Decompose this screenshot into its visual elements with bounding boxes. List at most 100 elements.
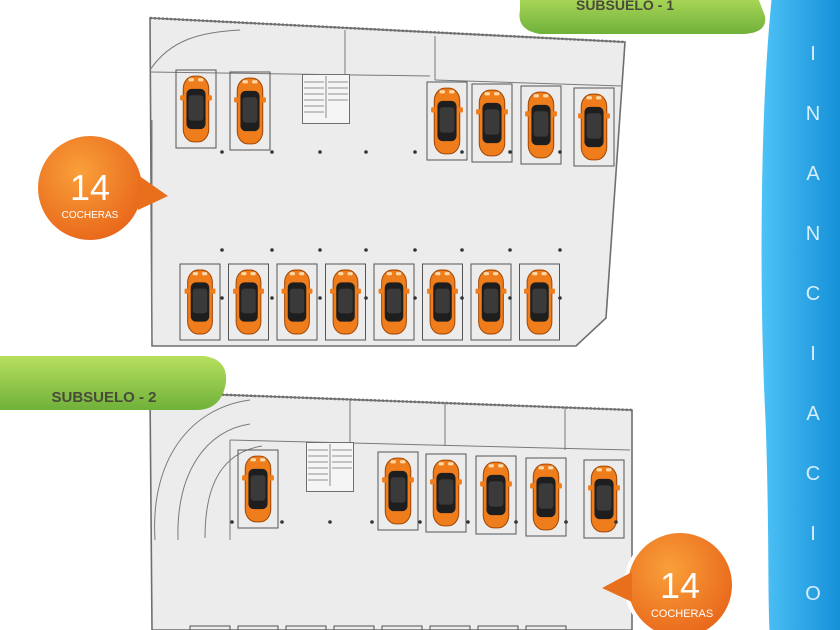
column-marker	[508, 296, 512, 300]
side-banner-letter: I	[810, 523, 816, 545]
parking-slot	[229, 71, 271, 151]
column-marker	[270, 296, 274, 300]
parking-slot	[426, 81, 468, 161]
parking-slot	[470, 263, 512, 341]
parking-slot	[373, 263, 415, 341]
level-2-plan	[149, 390, 633, 630]
column-marker	[318, 296, 322, 300]
side-banner-letter: A	[806, 163, 820, 185]
side-banner-letter: N	[806, 223, 820, 245]
car-icon	[280, 269, 314, 335]
parking-slot	[285, 625, 327, 630]
side-banner-letter: A	[806, 403, 820, 425]
column-marker	[508, 150, 512, 154]
column-marker	[370, 520, 374, 524]
car-icon	[524, 91, 558, 159]
parking-slot	[525, 625, 567, 630]
parking-slot	[189, 625, 231, 630]
parking-slot	[179, 263, 221, 341]
level-2-count-badge: 14 COCHERAS	[602, 529, 736, 630]
car-icon	[523, 269, 556, 335]
column-marker	[508, 248, 512, 252]
side-banner-letter: C	[806, 463, 820, 485]
car-icon	[329, 269, 362, 335]
column-marker	[270, 248, 274, 252]
parking-slot	[525, 457, 567, 537]
parking-slot	[475, 455, 517, 535]
level-1-count-badge: 14 COCHERAS	[36, 136, 168, 248]
car-icon	[183, 269, 217, 335]
parking-slot	[471, 83, 513, 163]
level-1-label-text: SUBSUELO - 1	[576, 0, 674, 13]
column-marker	[460, 150, 464, 154]
side-banner-letter: I	[810, 343, 816, 365]
parking-slot	[333, 625, 375, 630]
car-icon	[232, 269, 265, 335]
column-marker	[413, 150, 417, 154]
column-marker	[364, 150, 368, 154]
level-2-label: SUBSUELO - 2	[0, 356, 227, 410]
level-2-bottom-slots	[189, 625, 567, 630]
level-2-top-slots	[237, 449, 625, 539]
parking-slot	[573, 87, 615, 167]
level-2-label-text: SUBSUELO - 2	[51, 389, 156, 406]
column-marker	[558, 150, 562, 154]
parking-slot	[425, 453, 467, 533]
car-icon	[430, 87, 464, 155]
car-icon	[233, 77, 267, 145]
level-1-label: SUBSUELO - 1	[519, 0, 766, 34]
car-icon	[479, 461, 513, 529]
parking-slot	[381, 625, 423, 630]
parking-slot	[228, 263, 269, 341]
column-marker	[280, 520, 284, 524]
side-banner-letter: N	[806, 103, 820, 125]
level-1-count-unit: COCHERAS	[62, 210, 119, 221]
column-marker	[418, 520, 422, 524]
parking-slot	[237, 625, 279, 630]
column-marker	[318, 248, 322, 252]
column-marker	[364, 296, 368, 300]
parking-slot	[429, 625, 471, 630]
column-marker	[558, 248, 562, 252]
parking-slot	[520, 85, 562, 165]
column-marker	[460, 248, 464, 252]
column-marker	[564, 520, 568, 524]
parking-slot	[377, 451, 419, 531]
car-icon	[381, 457, 415, 525]
car-icon	[241, 455, 275, 523]
column-marker	[220, 296, 224, 300]
column-marker	[466, 520, 470, 524]
car-icon	[429, 459, 463, 527]
car-icon	[377, 269, 411, 335]
column-marker	[270, 150, 274, 154]
column-marker	[558, 296, 562, 300]
column-marker	[318, 150, 322, 154]
column-marker	[230, 520, 234, 524]
level-2-stairs-icon	[306, 442, 354, 492]
side-banner-letter: O	[805, 583, 821, 605]
level-2-count-unit: COCHERAS	[651, 608, 713, 620]
level-2-count: 14	[660, 565, 700, 606]
car-icon	[475, 89, 509, 157]
column-marker	[460, 296, 464, 300]
column-marker	[614, 520, 618, 524]
car-icon	[529, 463, 563, 531]
column-marker	[413, 248, 417, 252]
column-marker	[514, 520, 518, 524]
level-1-column-markers	[220, 150, 562, 300]
parking-slot	[519, 263, 560, 341]
side-banner-letter: C	[806, 283, 820, 305]
car-icon	[426, 269, 459, 335]
level-1-count: 14	[70, 167, 110, 208]
car-icon	[179, 75, 213, 143]
column-marker	[220, 150, 224, 154]
car-icon	[474, 269, 508, 335]
level-1-top-left-slots	[175, 69, 271, 151]
level-1-top-right-slots	[426, 81, 615, 167]
level-1-bottom-slots	[179, 263, 560, 341]
parking-slot	[422, 263, 463, 341]
car-icon	[577, 93, 611, 161]
parking-slot	[325, 263, 366, 341]
